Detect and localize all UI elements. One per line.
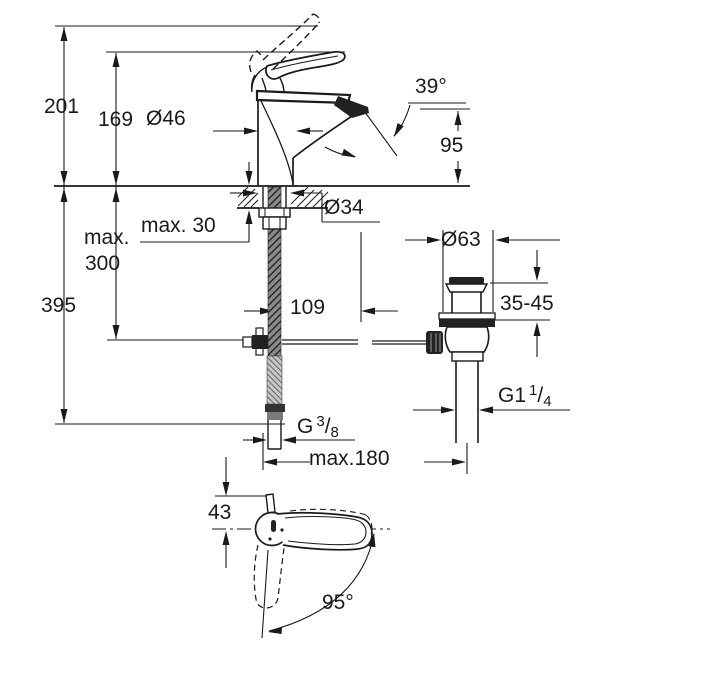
pop-up-waste xyxy=(426,277,496,443)
arrowheads xyxy=(60,27,541,634)
supply-assembly xyxy=(258,186,291,450)
dim-spout-height: 95 xyxy=(440,134,464,157)
dim-spout-angle: 39° xyxy=(415,75,447,98)
dim-max-depth-1: max. xyxy=(84,226,130,249)
handle-raised-dashed xyxy=(248,13,320,73)
faucet-body xyxy=(257,93,353,186)
dim-rod-max-length: max.180 xyxy=(309,447,390,470)
dim-height-to-lever: 169 xyxy=(98,108,134,131)
handle-plan-view xyxy=(253,493,373,609)
dim-max-depth-2: 300 xyxy=(85,252,121,275)
waste-thread-prefix: G1 xyxy=(498,384,527,407)
dim-handle-half-width: 43 xyxy=(208,501,232,524)
waste-thread-sup: 1 xyxy=(529,382,538,399)
dim-handle-swivel-angle: 95° xyxy=(322,591,354,614)
dim-total-depth: 395 xyxy=(41,294,77,317)
dim-body-diameter: Ø46 xyxy=(146,107,186,130)
pop-up-rod xyxy=(242,327,427,356)
dim-waste-flange: Ø63 xyxy=(441,228,481,251)
supply-thread-sub: 8 xyxy=(330,424,339,441)
dim-deck-thickness: max. 30 xyxy=(141,214,216,237)
dim-clamp-range: 35-45 xyxy=(500,292,554,315)
handle-side-view xyxy=(250,50,346,93)
waste-thread-slash: / xyxy=(537,384,544,407)
counter-section xyxy=(54,185,470,209)
supply-thread-prefix: G xyxy=(297,415,314,438)
dim-hole-diameter: Ø34 xyxy=(324,196,364,219)
supply-thread-slash: / xyxy=(324,415,331,438)
counter-hatching xyxy=(237,186,329,208)
dim-spout-reach: 109 xyxy=(290,296,326,319)
supply-thread-sup: 3 xyxy=(316,413,325,430)
waste-thread-sub: 4 xyxy=(543,393,552,410)
dim-height-total: 201 xyxy=(44,95,80,118)
spout-aerator xyxy=(334,96,369,118)
